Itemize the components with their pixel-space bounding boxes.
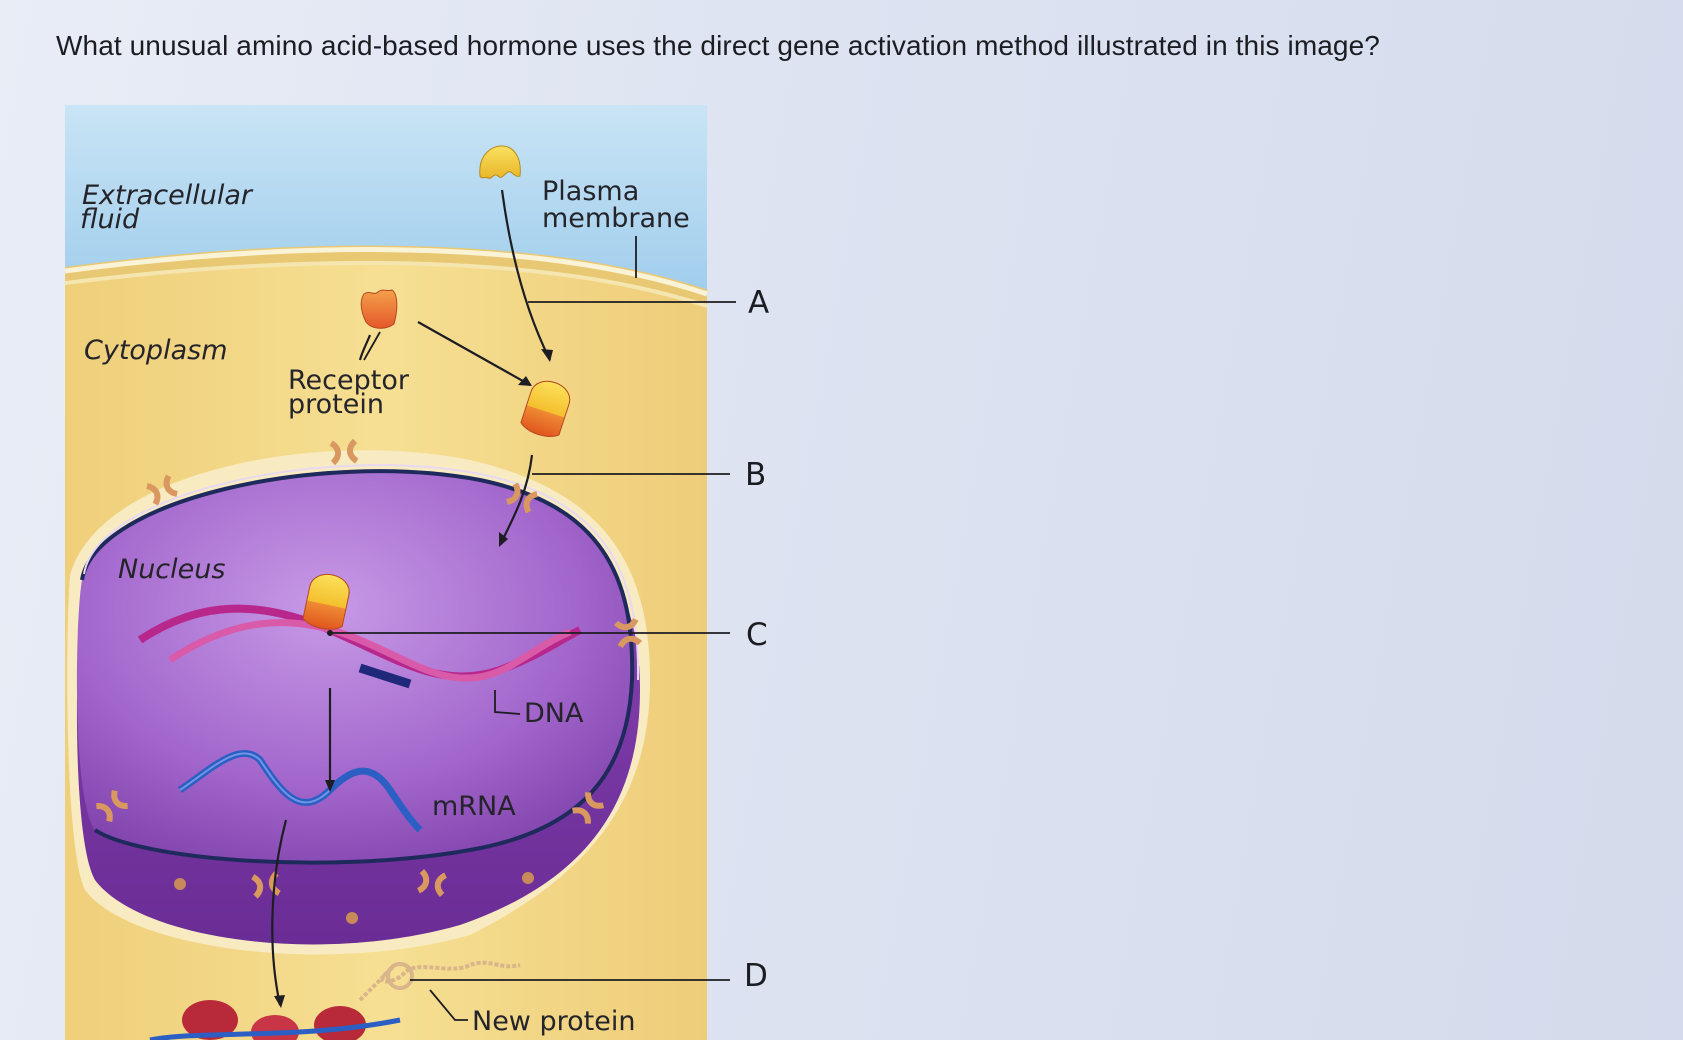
hormone-entry-arrow <box>500 189 551 361</box>
label-dna: DNA <box>524 698 584 729</box>
callout-b: B <box>745 457 766 493</box>
label-extracellular-line1: Extracellular <box>82 180 254 211</box>
dna-strand-2 <box>168 619 572 682</box>
question-text: What unusual amino acid-based hormone us… <box>56 30 1380 61</box>
dna-leader <box>494 690 521 715</box>
translation-arrow <box>271 819 288 1006</box>
label-nucleus: Nucleus <box>118 554 225 585</box>
hormone-extracellular <box>479 145 521 179</box>
callout-lines <box>328 301 736 981</box>
hormone-receptor-complex <box>520 380 571 437</box>
callout-a: A <box>748 285 769 321</box>
dna-gene-segment <box>358 663 412 689</box>
receptor-leader <box>363 331 381 361</box>
complex-bound-to-dna <box>302 573 350 630</box>
callout-c: C <box>746 617 768 653</box>
label-new-protein: New protein <box>472 1006 635 1037</box>
label-cytoplasm: Cytoplasm <box>84 335 228 366</box>
nucleus-top-face <box>76 471 633 863</box>
plasma-membrane <box>65 245 707 306</box>
diagram-panel: Extracellular fluid Plasma membrane Cyto… <box>65 105 707 1040</box>
label-receptor-line2: protein <box>288 389 384 420</box>
receptor-binding-arrow <box>417 321 531 386</box>
complex-entry-arrow <box>499 454 534 546</box>
nuclear-envelope <box>80 469 635 865</box>
new-protein-leader <box>429 989 468 1021</box>
label-plasma-line1: Plasma <box>542 176 639 207</box>
label-extracellular-line2: fluid <box>80 204 140 235</box>
receptor-protein <box>360 289 398 329</box>
callout-d: D <box>744 958 768 994</box>
ribosomes <box>149 1000 401 1040</box>
label-plasma-line2: membrane <box>542 203 690 234</box>
label-mrna: mRNA <box>432 791 516 822</box>
extracellular-fluid-region <box>65 105 707 298</box>
label-receptor-line1: Receptor <box>288 365 410 396</box>
